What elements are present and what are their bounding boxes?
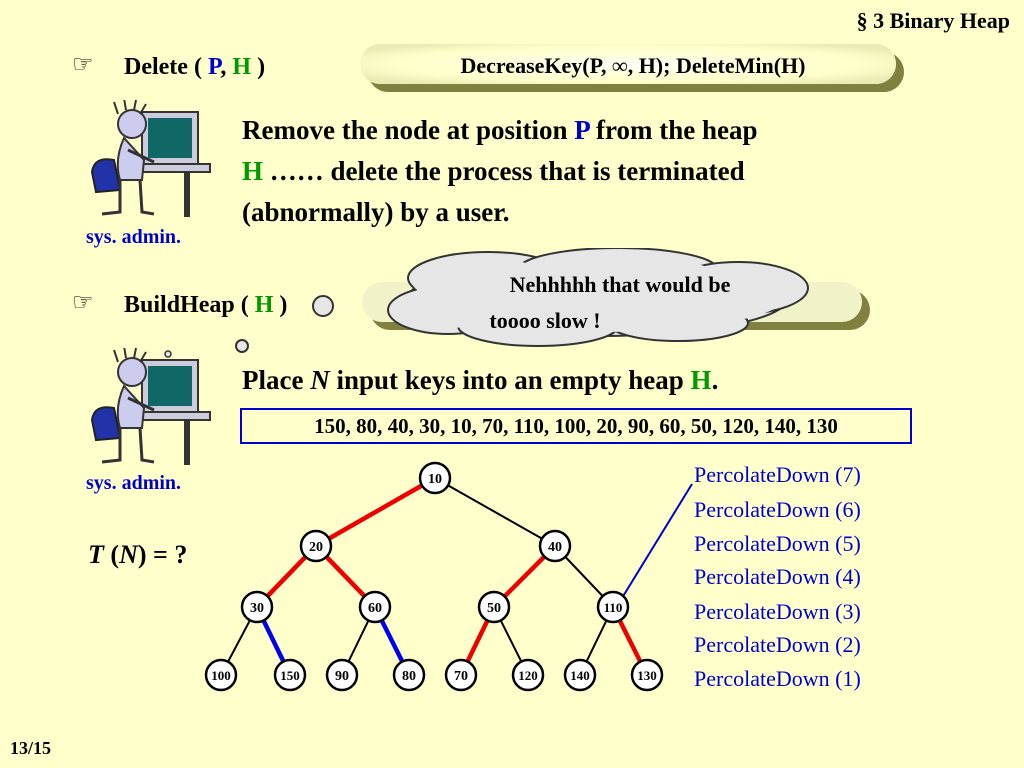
- buildheap-description: Place N input keys into an empty heap H.: [242, 365, 719, 395]
- delete-description: Remove the node at position P from the h…: [242, 115, 758, 227]
- sys-admin-caption-2: sys. admin.: [86, 472, 182, 494]
- percolate-item: PercolateDown (1): [694, 666, 861, 691]
- tree-node-label: 30: [250, 601, 264, 616]
- input-keys-box: 150, 80, 40, 30, 10, 70, 110, 100, 20, 9…: [240, 408, 912, 444]
- tree-node-label: 10: [428, 472, 442, 487]
- tree-node: 50: [477, 590, 511, 624]
- tree-node-label: 90: [335, 669, 349, 684]
- tree-node-label: 140: [570, 668, 590, 683]
- percolate-item: PercolateDown (4): [694, 564, 861, 589]
- tree-node: 100: [204, 658, 238, 692]
- tree-node: 150: [273, 658, 307, 692]
- thought-bubbles: [164, 295, 334, 358]
- tree-node-label: 70: [454, 669, 468, 684]
- tree-node: 120: [511, 658, 545, 692]
- tree-node-label: 20: [309, 540, 323, 555]
- tree-node-label: 50: [487, 601, 501, 616]
- percolate-item: PercolateDown (7): [694, 462, 861, 487]
- cloud-line-2: toooo slow !: [489, 308, 601, 333]
- tree-node-label: 130: [637, 668, 657, 683]
- tree-node-label: 110: [604, 600, 623, 615]
- percolate-item: PercolateDown (3): [694, 599, 861, 624]
- tree-node: 130: [630, 658, 664, 692]
- tree-edge: [434, 477, 556, 547]
- tree-node-label: 80: [402, 669, 416, 684]
- complexity-question: T (N) = ?: [88, 540, 188, 569]
- tree-node: 20: [299, 529, 333, 563]
- formula-text: DecreaseKey(P, ∞, H); DeleteMin(H): [460, 53, 806, 78]
- tree-node: 80: [392, 658, 426, 692]
- tree-node: 140: [563, 658, 597, 692]
- delete-heading: Delete ( P, H ): [124, 54, 266, 80]
- pointing-hand-icon: ☞: [72, 290, 94, 316]
- formula-pill: [360, 44, 904, 92]
- tree-node: 10: [418, 461, 452, 495]
- tree-node-label: 150: [280, 668, 300, 683]
- tree-node-label: 100: [211, 668, 231, 683]
- percolate-item: PercolateDown (5): [694, 531, 861, 556]
- page-number: 13/15: [10, 738, 52, 758]
- sys-admin-caption-1: sys. admin.: [86, 226, 182, 248]
- tree-node: 40: [538, 529, 572, 563]
- tree-node-label: 120: [518, 668, 538, 683]
- sys-admin-icon: [90, 348, 211, 465]
- percolate-item: PercolateDown (6): [694, 497, 861, 522]
- tree-node: 30: [240, 590, 274, 624]
- section-title: § 3 Binary Heap: [856, 8, 1010, 33]
- buildheap-heading: BuildHeap ( H ): [124, 292, 288, 318]
- thought-cloud: [387, 248, 809, 347]
- tree-node: 110: [596, 590, 630, 624]
- tree-node-label: 60: [368, 601, 382, 616]
- tree-edge: [314, 476, 437, 548]
- percolate-item: PercolateDown (2): [694, 632, 861, 657]
- pointer-line: [621, 483, 693, 599]
- tree-node-label: 40: [548, 540, 562, 555]
- tree-node: 90: [325, 658, 359, 692]
- pointing-hand-icon: ☞: [72, 52, 94, 78]
- tree-node: 70: [444, 658, 478, 692]
- cloud-line-1: Nehhhhh that would be: [509, 272, 731, 297]
- tree-node: 60: [358, 590, 392, 624]
- sys-admin-icon: [90, 100, 211, 217]
